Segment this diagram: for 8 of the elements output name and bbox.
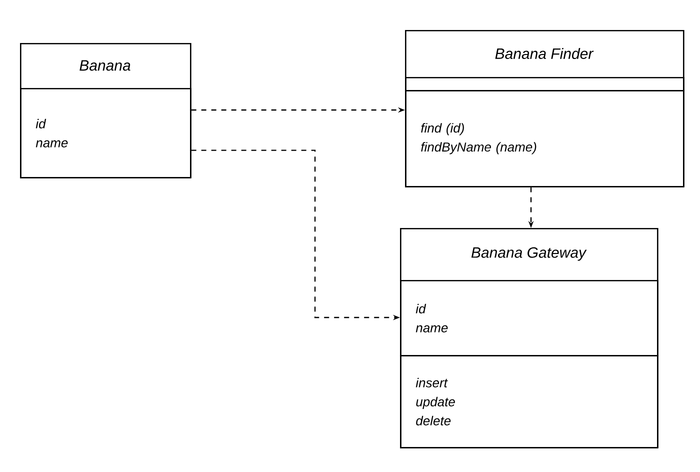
class-name: Banana xyxy=(80,60,130,71)
class-name: Banana Finder xyxy=(495,48,594,59)
class-name: Banana Gateway xyxy=(471,247,587,261)
compartment: id name xyxy=(400,280,658,356)
compartment xyxy=(405,77,684,92)
compartment: id name xyxy=(20,88,192,178)
compartment: find (id) findByName (name) xyxy=(405,90,684,188)
compartment: insert update delete xyxy=(400,355,658,448)
